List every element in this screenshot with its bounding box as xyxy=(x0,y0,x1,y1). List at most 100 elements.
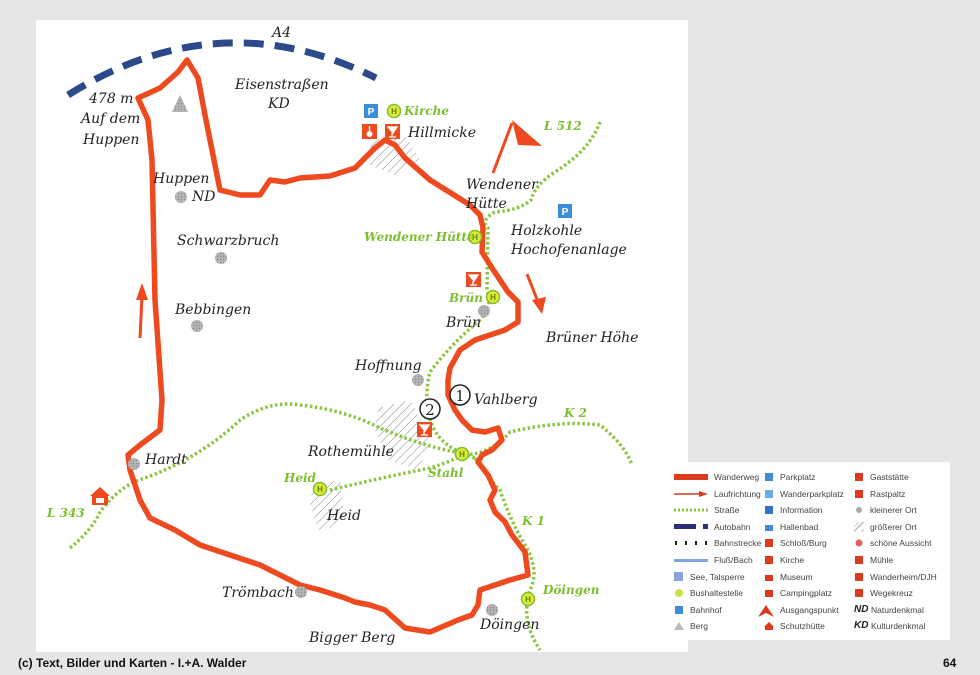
legend-item: Wanderparkplatz xyxy=(764,487,854,504)
legend-item: Bushaltestelle xyxy=(674,586,769,603)
place-dots xyxy=(128,191,498,616)
legend-item: Kirche xyxy=(764,553,854,570)
label-hoffnung: Hoffnung xyxy=(354,358,422,374)
svg-text:H: H xyxy=(317,485,323,494)
label-bruen-bus: Brün xyxy=(448,291,483,305)
rothemuehle-area xyxy=(375,400,432,470)
label-hardt: Hardt xyxy=(144,452,187,468)
legend-item: See, Talsperre xyxy=(674,570,769,587)
label-hillmicke: Hillmicke xyxy=(407,125,476,141)
label-huppen-nd: ND xyxy=(191,189,215,205)
hiking-map: P P H H H H H H 1 2 A4 Eisenstraßen KD xyxy=(46,25,638,651)
label-doeingen: Döingen xyxy=(479,617,539,633)
label-troembach: Trömbach xyxy=(222,585,294,601)
legend-item: Fluß/Bach xyxy=(674,553,769,570)
label-eisenstrassen-kd: KD xyxy=(267,96,290,112)
church-icon xyxy=(362,124,377,139)
kd-abbr: KD xyxy=(854,620,869,632)
restaurant-icon-bruen xyxy=(466,272,481,287)
legend-item: Hallenbad xyxy=(764,520,854,537)
mill-icon xyxy=(855,555,863,564)
label-peak-name-2: Huppen xyxy=(82,132,139,148)
label-schwarzbruch: Schwarzbruch xyxy=(177,233,279,249)
label-bruen: Brün xyxy=(445,315,481,331)
legend-item: Bahnstrecke xyxy=(674,536,769,553)
arrow-icon xyxy=(674,490,708,497)
legend-column-2: Parkplatz Wanderparkplatz Information Ha… xyxy=(758,470,854,636)
bus-stop-bruen: H xyxy=(485,289,501,305)
legend-item: Ausgangspunkt xyxy=(758,603,854,620)
legend-item: Wanderheim/DJH xyxy=(854,570,949,587)
mountain-icon xyxy=(172,95,188,112)
parking-icon-holzkohle: P xyxy=(558,204,572,218)
svg-text:2: 2 xyxy=(425,401,435,419)
restaurant-icon xyxy=(855,473,863,481)
castle-icon xyxy=(765,539,773,548)
label-hochofenanlage: Hochofenanlage xyxy=(510,242,627,258)
large-place-icon xyxy=(854,521,864,532)
svg-text:1: 1 xyxy=(455,387,465,405)
legend-item: Berg xyxy=(674,619,769,636)
svg-text:H: H xyxy=(459,450,465,459)
label-bebbingen: Bebbingen xyxy=(174,302,251,318)
shelter-hut-icon xyxy=(90,487,110,505)
legend-item: Museum xyxy=(764,570,854,587)
hillmicke-area xyxy=(370,135,420,175)
indoor-pool-icon xyxy=(765,524,773,531)
legend-column-1: Wanderweg Laufrichtung Straße Autobahn B… xyxy=(674,470,769,636)
legend-item: Wanderweg xyxy=(674,470,769,487)
svg-text:P: P xyxy=(562,207,569,218)
dotted-road-icon xyxy=(674,508,708,512)
autobahn-label: A4 xyxy=(270,25,291,41)
legend-item: schöne Aussicht xyxy=(854,536,949,553)
legend-column-3: Gaststätte Rastpaltz kleinerer Ort größe… xyxy=(854,470,949,636)
label-bruener-hoehe: Brüner Höhe xyxy=(545,330,638,346)
label-doeingen-bus: Döingen xyxy=(542,583,599,597)
church-icon xyxy=(765,555,773,564)
museum-icon xyxy=(765,574,773,581)
page-number: 64 xyxy=(943,656,957,670)
label-peak-name-1: Auf dem xyxy=(79,111,140,127)
bus-stop-wendener-huette: H xyxy=(467,229,483,245)
river-line-icon xyxy=(674,558,708,562)
legend-item: Laufrichtung xyxy=(674,487,769,504)
train-station-icon xyxy=(675,605,683,614)
label-heid: Heid xyxy=(326,508,361,524)
label-eisenstrassen: Eisenstraßen xyxy=(234,77,329,93)
legend-item: Schloß/Burg xyxy=(764,536,854,553)
autobahn-a4 xyxy=(66,39,378,98)
svg-text:H: H xyxy=(391,107,397,116)
bus-stop-stahl: H xyxy=(454,446,470,462)
parking-icon-hillmicke: P xyxy=(364,104,378,118)
route-line-icon xyxy=(674,474,708,480)
label-wendener-huette-bus: Wendener Hütte xyxy=(364,230,475,244)
label-bigger-berg: Bigger Berg xyxy=(308,630,395,646)
svg-text:P: P xyxy=(368,107,375,118)
bus-stop-doeingen: H xyxy=(520,591,536,607)
copyright-text: (c) Text, Bilder und Karten - I.+A. Wald… xyxy=(18,656,247,670)
legend-item: Gaststätte xyxy=(854,470,949,487)
bus-stops: H H H H H H xyxy=(312,103,536,607)
direction-arrow-down xyxy=(525,273,546,314)
label-k1: K 1 xyxy=(521,514,545,528)
lake-icon xyxy=(674,571,683,581)
mountain-triangle-icon xyxy=(674,622,684,631)
legend-item: Information xyxy=(764,503,854,520)
start-flag-icon xyxy=(491,120,542,174)
wayside-cross-icon xyxy=(855,589,863,598)
start-flag-icon xyxy=(758,604,774,617)
label-l343: L 343 xyxy=(46,506,85,520)
legend-item: größerer Ort xyxy=(854,520,949,537)
hiking-route xyxy=(125,57,531,635)
svg-text:H: H xyxy=(472,233,478,242)
label-l512: L 512 xyxy=(543,119,582,133)
autobahn-dash-icon xyxy=(674,523,708,529)
legend-item: Wegekreuz xyxy=(854,586,949,603)
legend-item: Straße xyxy=(674,503,769,520)
legend-item: Parkplatz xyxy=(764,470,854,487)
label-stahl: Stahl xyxy=(428,466,464,480)
svg-text:H: H xyxy=(525,595,531,604)
label-k2: K 2 xyxy=(563,406,587,420)
